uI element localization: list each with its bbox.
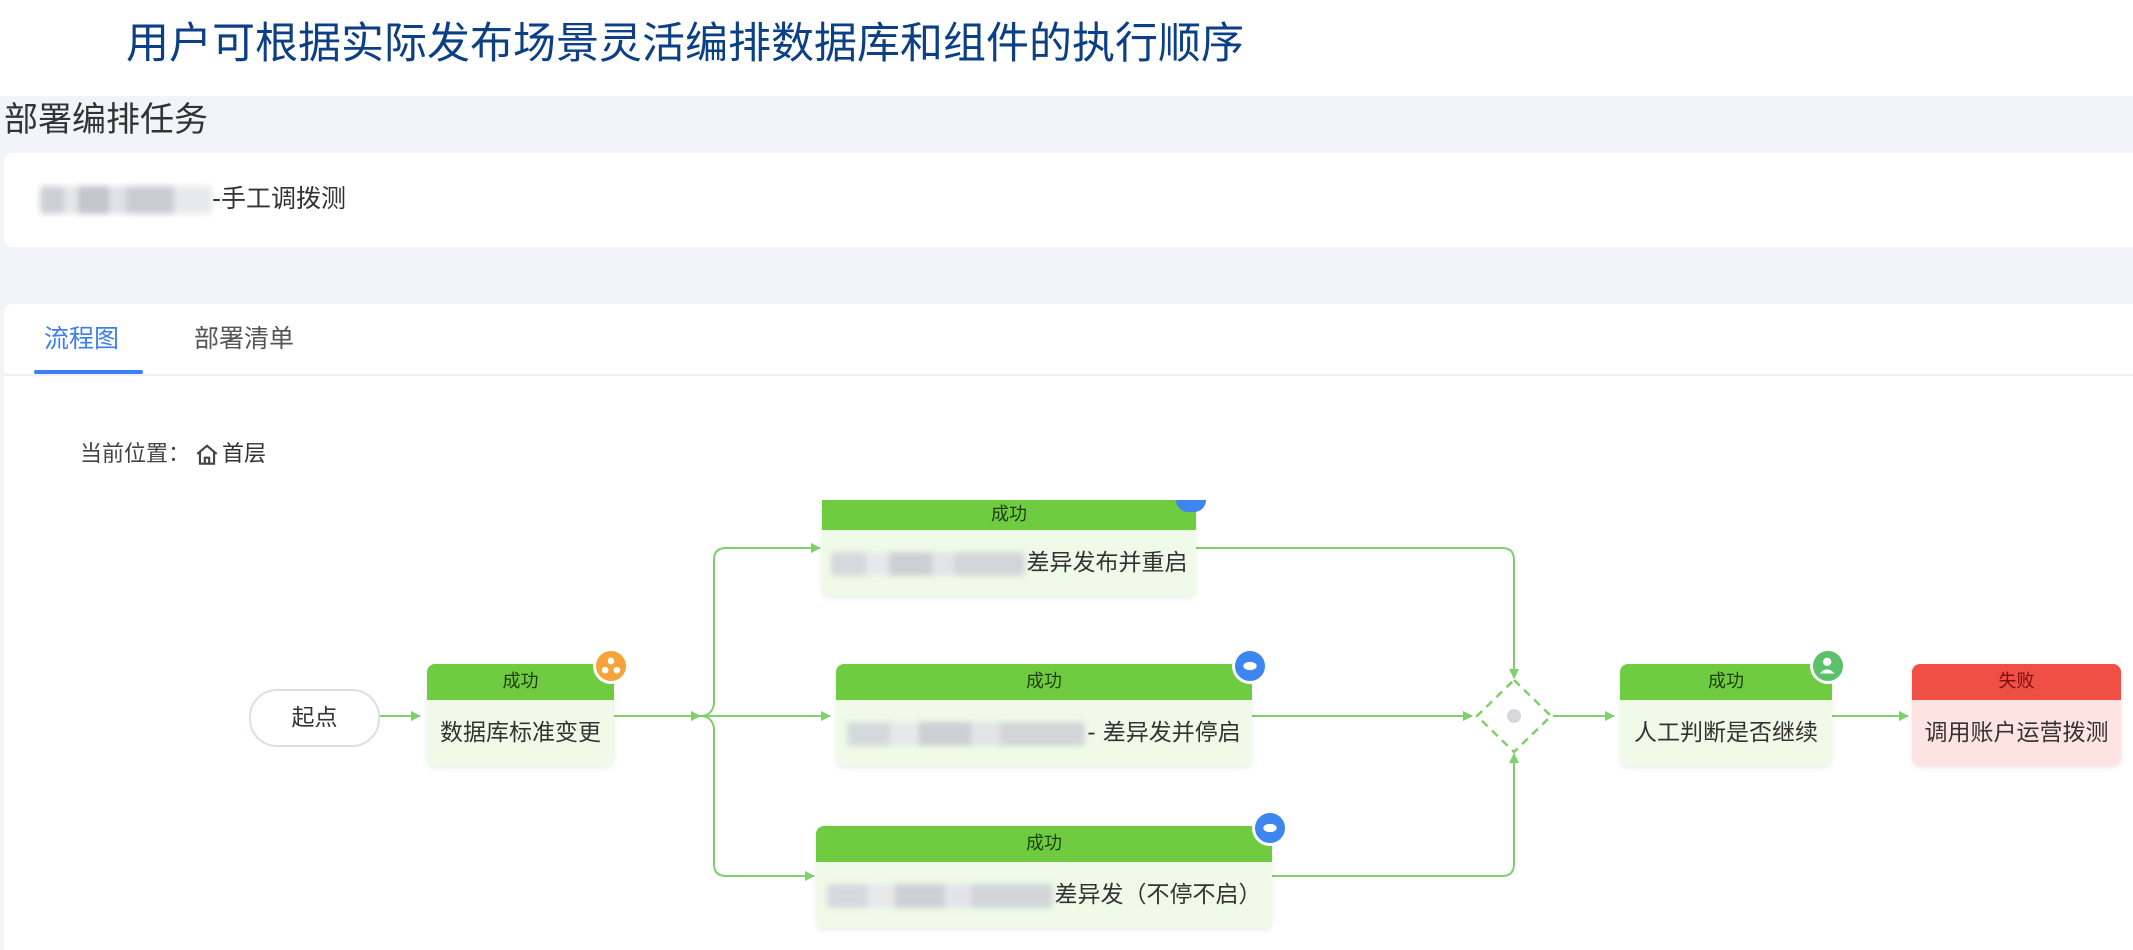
user-icon [1810, 648, 1846, 684]
node-status: 成功 [816, 826, 1272, 862]
task-info-card: -手工调拨测 [4, 153, 2133, 247]
node-top-branch[interactable]: 成功 差异发布并重启 [822, 500, 1196, 596]
node-label: 差异发布并重启 [822, 530, 1196, 596]
start-node[interactable]: 起点 [249, 689, 380, 747]
component-icon [1232, 648, 1268, 684]
node-bottom-branch[interactable]: 成功 差异发（不停不启） [816, 810, 1288, 928]
node-status: 成功 [427, 664, 614, 700]
tab-deploy-list[interactable]: 部署清单 [194, 324, 295, 353]
node-label: 人工判断是否继续 [1634, 720, 1818, 746]
node-mid-branch[interactable]: 成功 - 差异发并停启 [836, 648, 1268, 766]
node-status: 成功 [822, 500, 1196, 530]
breadcrumb-current[interactable]: 首层 [222, 442, 267, 467]
banner-title: 用户可根据实际发布场景灵活编排数据库和组件的执行顺序 [126, 19, 1244, 69]
node-label: 数据库标准变更 [440, 720, 601, 746]
node-label: 差异发（不停不启） [816, 862, 1272, 928]
node-label-text: 差异发（不停不启） [1054, 882, 1262, 908]
node-label-text: 差异发布并重启 [1026, 550, 1188, 576]
redacted-text [830, 551, 1025, 576]
node-db-change[interactable]: 成功 数据库标准变更 [427, 648, 629, 766]
node-status: 成功 [1620, 664, 1832, 700]
task-name: -手工调拨测 [212, 184, 347, 213]
node-label: 调用账户运营拨测 [1924, 720, 2109, 746]
node-call-test[interactable]: 失败 调用账户运营拨测 [1912, 664, 2121, 766]
breadcrumb-label: 当前位置： [80, 442, 191, 467]
active-tab-indicator [34, 370, 143, 374]
gateway-dot [1507, 709, 1521, 723]
node-manual-judge[interactable]: 成功 人工判断是否继续 [1620, 648, 1846, 766]
node-label-text: - 差异发并停启 [1087, 720, 1241, 746]
redacted-text [847, 721, 1086, 746]
component-icon [1252, 810, 1288, 846]
breadcrumb: 当前位置： 首层 [80, 440, 266, 470]
home-icon[interactable] [194, 442, 220, 468]
tab-flowchart[interactable]: 流程图 [44, 324, 120, 353]
redacted-task-name [40, 186, 212, 214]
redacted-text [826, 883, 1053, 908]
component-icon [1176, 500, 1206, 512]
node-status: 成功 [836, 664, 1252, 700]
page-title: 部署编排任务 [4, 100, 208, 140]
node-label: - 差异发并停启 [836, 700, 1252, 766]
tab-bar: 流程图 部署清单 [4, 304, 2133, 376]
clip-mask [800, 488, 1240, 500]
node-status: 失败 [1912, 664, 2121, 700]
database-group-icon [593, 648, 629, 684]
